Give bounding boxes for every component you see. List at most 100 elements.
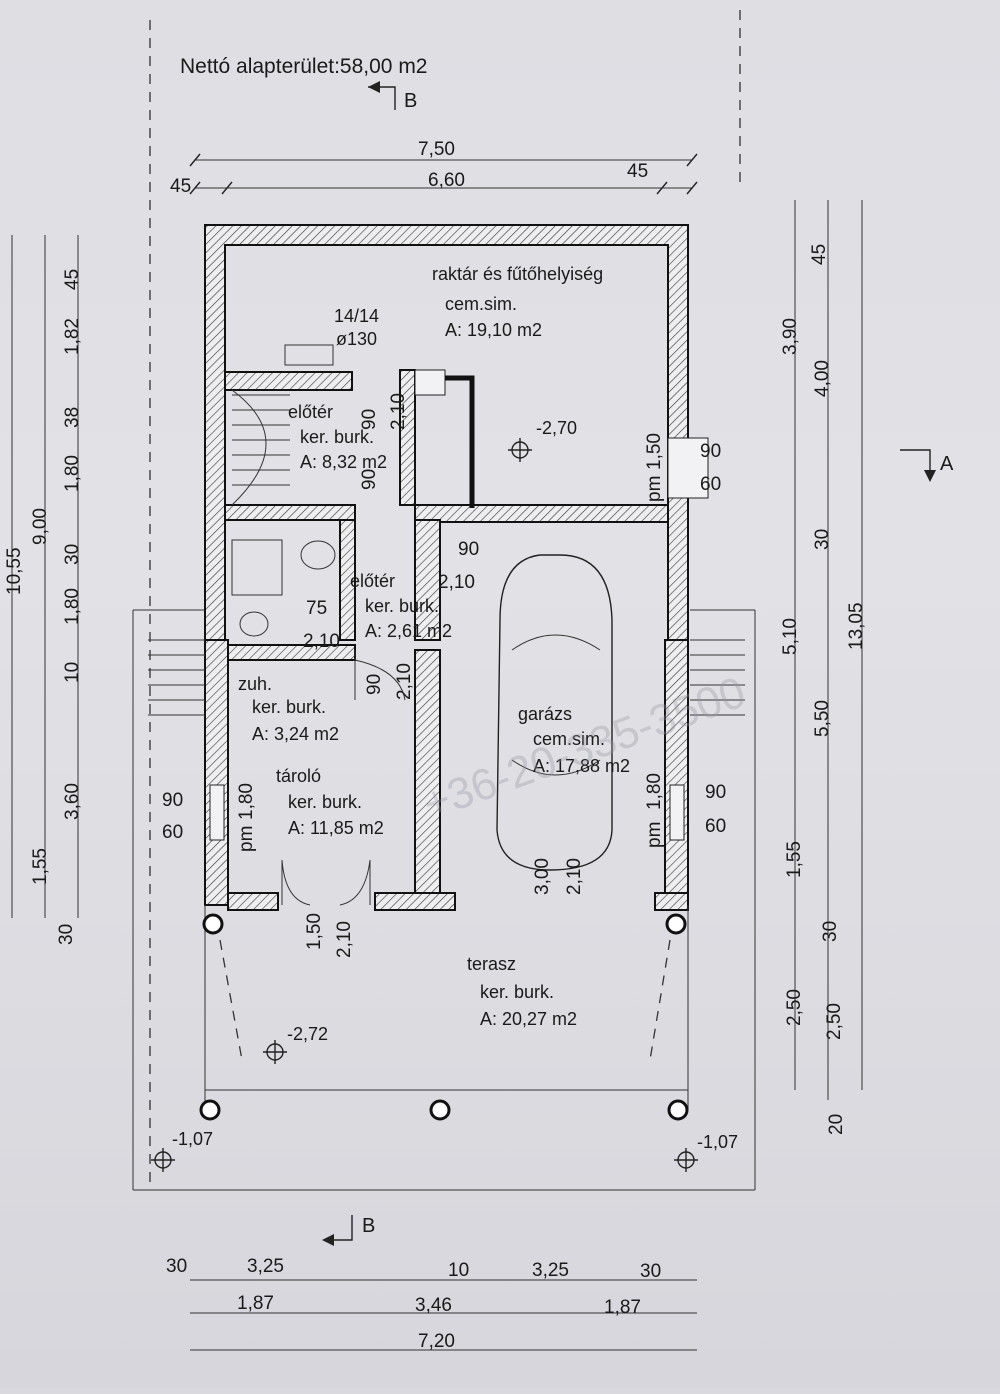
storage-name: raktár és fűtőhelyiség	[432, 264, 603, 284]
svg-text:2,10: 2,10	[303, 631, 340, 652]
door-swings	[281, 650, 406, 906]
dim-overall-width: 7,50	[418, 139, 455, 160]
svg-text:7,20: 7,20	[418, 1331, 455, 1352]
svg-text:1,87: 1,87	[604, 1297, 641, 1318]
svg-text:13,05: 13,05	[846, 602, 867, 650]
svg-text:B: B	[404, 90, 417, 112]
dim-left-wall: 45	[170, 176, 191, 197]
svg-text:2,10: 2,10	[438, 572, 475, 593]
dim-right-wall: 45	[627, 161, 648, 182]
store-area: A: 11,85 m2	[288, 818, 384, 838]
svg-text:30: 30	[56, 924, 77, 945]
svg-text:90: 90	[458, 539, 479, 560]
svg-text:38: 38	[62, 407, 83, 428]
svg-text:2,10: 2,10	[394, 663, 415, 700]
svg-text:5,50: 5,50	[812, 700, 833, 737]
svg-text:3,00: 3,00	[532, 858, 553, 895]
net-area-title: Nettó alapterület:58,00 m2	[180, 55, 428, 78]
svg-text:4,00: 4,00	[812, 360, 833, 397]
svg-text:3,46: 3,46	[415, 1295, 452, 1316]
hall-lower-name: előtér	[350, 571, 395, 591]
svg-text:5,10: 5,10	[780, 618, 801, 655]
svg-text:3,60: 3,60	[62, 783, 83, 820]
svg-text:pm: pm	[644, 476, 665, 502]
hall-upper-finish: ker. burk.	[300, 427, 374, 447]
section-mark-b-top: B	[368, 81, 417, 112]
hall-upper-name: előtér	[288, 402, 333, 422]
svg-text:3,25: 3,25	[247, 1256, 284, 1277]
svg-text:45: 45	[62, 269, 83, 290]
garage-name: garázs	[518, 704, 572, 724]
svg-text:1,80: 1,80	[644, 773, 665, 810]
svg-text:1,55: 1,55	[30, 848, 51, 885]
svg-text:60: 60	[162, 822, 183, 843]
svg-text:75: 75	[306, 598, 327, 619]
svg-text:10: 10	[448, 1260, 469, 1281]
building-walls	[204, 224, 709, 911]
dim-inner-width: 6,60	[428, 170, 465, 191]
store-finish: ker. burk.	[288, 792, 362, 812]
level-terrace: -2,72	[287, 1024, 328, 1044]
svg-text:1,50: 1,50	[644, 433, 665, 470]
store-name: tároló	[276, 766, 321, 786]
level-markers	[151, 438, 698, 1172]
svg-text:30: 30	[820, 921, 841, 942]
terrace-finish: ker. burk.	[480, 982, 554, 1002]
site-boundary	[132, 10, 756, 1191]
garage-area: A: 17,88 m2	[533, 756, 630, 776]
svg-text:20: 20	[826, 1114, 847, 1135]
car-symbol	[496, 554, 613, 871]
watermark: +36-20-335-3500	[417, 667, 752, 829]
top-dimensions: 7,50 45 6,60 45	[170, 139, 698, 197]
terrace-area: A: 20,27 m2	[480, 1009, 577, 1029]
svg-text:A: A	[940, 453, 954, 475]
svg-text:2,10: 2,10	[334, 921, 355, 958]
svg-text:1,50: 1,50	[304, 913, 325, 950]
svg-text:10: 10	[62, 662, 83, 683]
hall-lower-area: A: 2,61 m2	[365, 621, 452, 641]
svg-text:90: 90	[700, 441, 721, 462]
section-mark-a: A	[900, 449, 954, 482]
svg-text:45: 45	[809, 244, 830, 265]
svg-text:2,50: 2,50	[784, 989, 805, 1026]
svg-text:3,90: 3,90	[780, 318, 801, 355]
svg-text:10,55: 10,55	[4, 547, 25, 595]
right-dimensions: 45 3,90 4,00 30 5,10 5,50 1,55 13,05 30 …	[780, 200, 867, 1135]
svg-text:1,80: 1,80	[62, 455, 83, 492]
terrace	[199, 905, 689, 1121]
garage-finish: cem.sim.	[533, 729, 605, 749]
left-dimensions: 10,55 9,00 45 1,82 38 1,80 30 1,80 10 3,…	[4, 235, 83, 945]
svg-text:1,80: 1,80	[236, 783, 257, 820]
svg-text:2,10: 2,10	[564, 858, 585, 895]
svg-text:90: 90	[359, 469, 380, 490]
svg-text:3,25: 3,25	[532, 1260, 569, 1281]
stairs-fixtures	[148, 389, 745, 716]
svg-text:pm: pm	[644, 822, 665, 848]
svg-text:9,00: 9,00	[30, 508, 51, 545]
bottom-dimensions: 30 3,25 10 3,25 30 1,87 3,46 1,87 7,20	[166, 1256, 697, 1352]
hall-lower-finish: ker. burk.	[365, 596, 439, 616]
svg-text:2,10: 2,10	[388, 393, 409, 430]
svg-text:1,87: 1,87	[237, 1293, 274, 1314]
storage-area: A: 19,10 m2	[445, 320, 542, 340]
svg-text:90: 90	[364, 674, 385, 695]
shower-area: A: 3,24 m2	[252, 724, 339, 744]
svg-text:30: 30	[812, 529, 833, 550]
svg-text:pm: pm	[236, 826, 257, 852]
chimney-size: 14/14	[334, 306, 379, 326]
svg-text:B: B	[362, 1215, 375, 1237]
svg-text:60: 60	[705, 816, 726, 837]
svg-text:90: 90	[162, 790, 183, 811]
opening-annotations: 2,10 90 90 1,50 pm 90 60 90 2,10 75 2,10…	[162, 393, 726, 958]
svg-text:1,55: 1,55	[784, 841, 805, 878]
hall-upper-area: A: 8,32 m2	[300, 452, 387, 472]
svg-text:30: 30	[62, 544, 83, 565]
svg-text:30: 30	[166, 1256, 187, 1277]
svg-text:60: 60	[700, 474, 721, 495]
svg-text:2,50: 2,50	[824, 1003, 845, 1040]
level-storage: -2,70	[536, 418, 577, 438]
svg-text:1,80: 1,80	[62, 588, 83, 625]
level-right-corner: -1,07	[697, 1132, 738, 1152]
level-left-corner: -1,07	[172, 1129, 213, 1149]
